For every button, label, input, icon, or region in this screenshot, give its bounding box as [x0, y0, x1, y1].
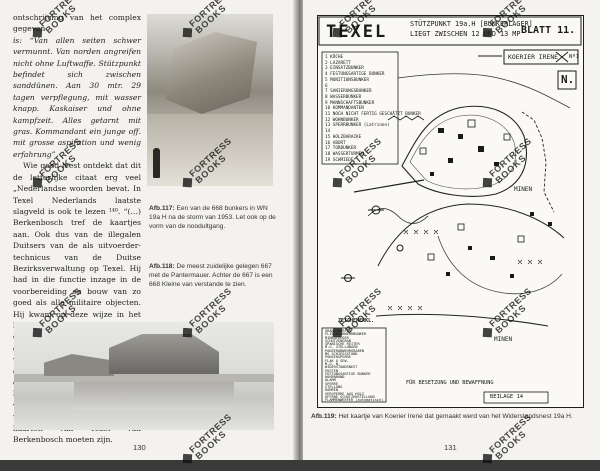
map-north-label: N.	[561, 73, 575, 86]
photo-bunker-beach	[14, 322, 274, 430]
caption-afb-119: Afb.119: Het kaartje van Koerier Irene d…	[311, 412, 597, 421]
caption-afb-118: Afb.118: De meest zuidelijke gelegen 667…	[149, 262, 277, 290]
body-paragraph: ontschrijving van het complex gegeven	[13, 13, 141, 34]
map-koerier-number: Nº1	[569, 54, 579, 60]
map-legend-bottom: GRANATWERFERFLIEGERABWEHRBUNKER MINENFEL…	[325, 329, 384, 403]
body-paragraph-quote: is: “Van allen seiten schwer vermunnt. V…	[13, 35, 141, 159]
caption-text: Het kaartje van Koerier Irene dat gemaak…	[338, 413, 573, 420]
right-page: TEXEL STÜTZPUNKT 19a.H [BUNKERLAGER] LIE…	[303, 0, 600, 460]
left-page: ontschrijving van het complex gegeven is…	[0, 0, 297, 460]
map-label-bedeckung: FÜR BESETZUNG UND BEWAFFNUNG	[406, 380, 494, 386]
photo-bunker-storm	[147, 14, 273, 186]
map-subtitle-2: LIEGT ZWISCHEN 12 UND 13 MP	[410, 30, 521, 38]
caption-afb-117: Afb.117: Een van de 668 bunkers in WN 19…	[149, 204, 277, 232]
map-sheet-label: BLATT 11.	[521, 25, 576, 36]
map-label-beilage: BEILAGE 14	[490, 394, 524, 400]
map-label-minen-2: MINEN	[494, 336, 513, 343]
map-koerier-label: KOERIER IRENE	[508, 53, 559, 61]
page-number-left: 130	[133, 443, 146, 452]
caption-text: Een van de 668 bunkers in WN 19a H na de…	[149, 205, 276, 231]
map-legend-bottom-title: ZEICHENERKL.	[338, 318, 375, 324]
caption-label: Afb.118:	[149, 263, 175, 270]
caption-text: De meest zuidelijke gelegen 667 met de P…	[149, 263, 273, 289]
map-drawing	[318, 16, 582, 404]
caption-label: Afb.117:	[149, 205, 175, 212]
page-number-right: 131	[444, 443, 457, 452]
map-label-minen: MINEN	[514, 186, 533, 193]
map-koerier-irene: TEXEL STÜTZPUNKT 19a.H [BUNKERLAGER] LIE…	[317, 15, 584, 408]
map-subtitle-1: STÜTZPUNKT 19a.H [BUNKERLAGER]	[410, 20, 533, 28]
caption-label: Afb.119:	[311, 413, 337, 420]
